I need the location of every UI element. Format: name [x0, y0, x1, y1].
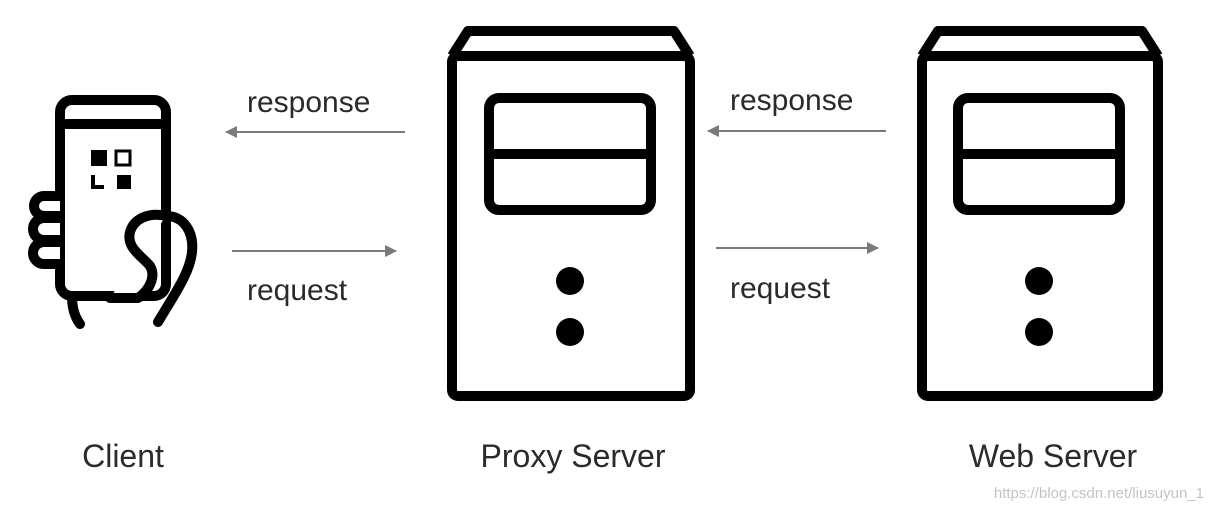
web-server-led-bottom — [1025, 318, 1053, 346]
proxy-server-icon — [447, 26, 695, 401]
proxy-server-led-top — [556, 267, 584, 295]
qr-code-icon — [91, 149, 132, 189]
web-server-led-top — [1025, 267, 1053, 295]
watermark: https://blog.csdn.net/liusuyun_1 — [993, 485, 1204, 502]
web-server-icon — [917, 26, 1163, 401]
edge-label-request-web: request — [730, 272, 831, 305]
node-label-web-server: Web Server — [968, 438, 1138, 474]
edge-label-response-web: response — [730, 84, 854, 117]
node-label-client: Client — [82, 438, 164, 474]
proxy-server-led-bottom — [556, 318, 584, 346]
smartphone-in-hand-icon — [28, 95, 198, 329]
edge-label-request-client: request — [247, 274, 348, 307]
edge-label-response-client: response — [247, 86, 371, 119]
node-label-proxy-server: Proxy Server — [480, 438, 666, 474]
